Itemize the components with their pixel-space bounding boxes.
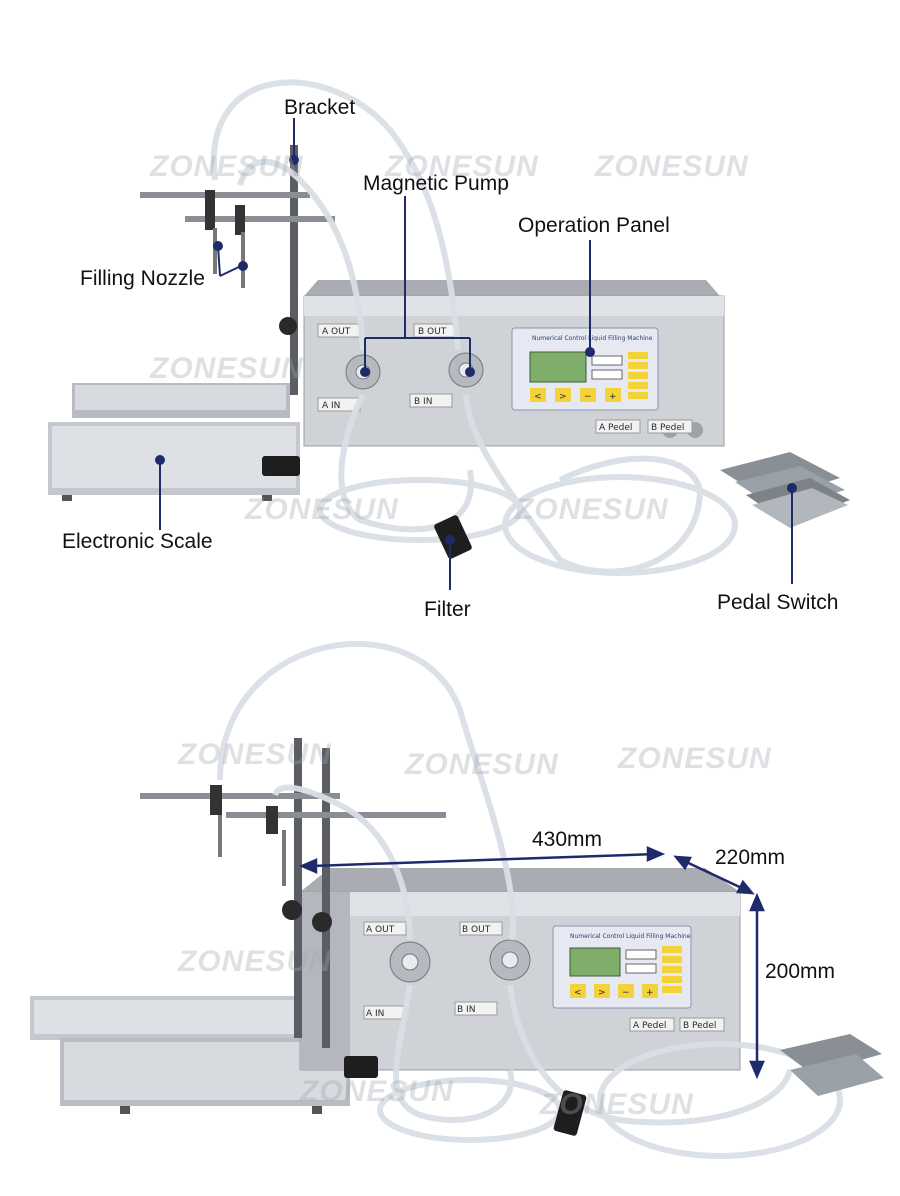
lcd-screen	[569, 947, 621, 977]
panel-title: Numerical Control Liquid Filling Machine	[532, 335, 653, 342]
pedal-switch	[780, 1034, 884, 1096]
panel-title: Numerical Control Liquid Filling Machine	[570, 933, 691, 940]
callout-filling-nozzle: Filling Nozzle	[80, 267, 205, 290]
filter-b	[553, 1090, 587, 1136]
key-left: <	[534, 392, 542, 402]
pedal-switch	[720, 452, 850, 528]
bracket	[140, 738, 446, 1048]
b-pedel-label: B Pedel	[683, 1021, 716, 1031]
key-plus: +	[609, 392, 617, 402]
watermark: ZONESUN	[178, 738, 332, 771]
machine-illustration-bottom: A OUT B OUT A IN B IN Numerical Control …	[30, 640, 884, 1159]
callout-bracket: Bracket	[284, 96, 356, 119]
callout-operation-panel: Operation Panel	[518, 214, 670, 237]
b-in-label: B IN	[457, 1005, 475, 1015]
a-out-label: A OUT	[366, 925, 395, 935]
watermark: ZONESUN	[245, 493, 399, 526]
pump-a	[389, 941, 431, 983]
dimension-arrows	[298, 846, 765, 1080]
watermark: ZONESUN	[385, 150, 539, 183]
machine-illustration-top: A OUT B OUT A IN B IN Numerical Control …	[48, 79, 850, 590]
callout-electronic-scale: Electronic Scale	[62, 530, 213, 553]
watermark: ZONESUN	[178, 945, 332, 978]
b-out-label: B OUT	[462, 925, 491, 935]
b-pedel-label: B Pedel	[651, 423, 684, 433]
key-minus: −	[622, 988, 630, 998]
dimension-photo: A OUT B OUT A IN B IN Numerical Control …	[0, 630, 900, 1196]
a-pedel-label: A Pedel	[599, 423, 632, 433]
pump-b	[489, 939, 531, 981]
watermark: ZONESUN	[595, 150, 749, 183]
operation-panel: Numerical Control Liquid Filling Machine…	[511, 327, 659, 411]
operation-panel: Numerical Control Liquid Filling Machine…	[552, 925, 692, 1009]
key-right: >	[598, 988, 606, 998]
electronic-scale	[48, 383, 300, 501]
key-minus: −	[584, 392, 592, 402]
bracket	[140, 145, 335, 395]
key-plus: +	[646, 988, 654, 998]
electronic-scale	[30, 996, 350, 1114]
callout-lines	[155, 118, 797, 590]
lcd-screen	[529, 351, 587, 383]
tubing	[210, 79, 738, 576]
watermark: ZONESUN	[540, 1088, 694, 1121]
callout-pedal-switch: Pedal Switch	[717, 591, 839, 614]
callout-magnetic-pump: Magnetic Pump	[363, 172, 509, 195]
callout-filter: Filter	[424, 598, 471, 621]
dimension-height: 200mm	[765, 960, 836, 983]
b-out-label: B OUT	[418, 327, 447, 337]
key-left: <	[574, 988, 582, 998]
watermark: ZONESUN	[515, 493, 669, 526]
b-in-label: B IN	[414, 397, 432, 407]
dimension-width: 430mm	[532, 828, 603, 851]
labeled-product-photo: A OUT B OUT A IN B IN Numerical Control …	[48, 79, 850, 621]
a-in-label: A IN	[322, 401, 340, 411]
watermark: ZONESUN	[150, 352, 304, 385]
watermark: ZONESUN	[618, 742, 772, 775]
a-out-label: A OUT	[322, 327, 351, 337]
filter-a	[262, 456, 300, 476]
watermark: ZONESUN	[300, 1075, 454, 1108]
watermark: ZONESUN	[150, 150, 304, 183]
watermark: ZONESUN	[405, 748, 559, 781]
a-in-label: A IN	[366, 1009, 384, 1019]
key-right: >	[559, 392, 567, 402]
a-pedel-label: A Pedel	[633, 1021, 666, 1031]
dimension-depth: 220mm	[715, 846, 786, 869]
filter-a	[344, 1056, 378, 1078]
